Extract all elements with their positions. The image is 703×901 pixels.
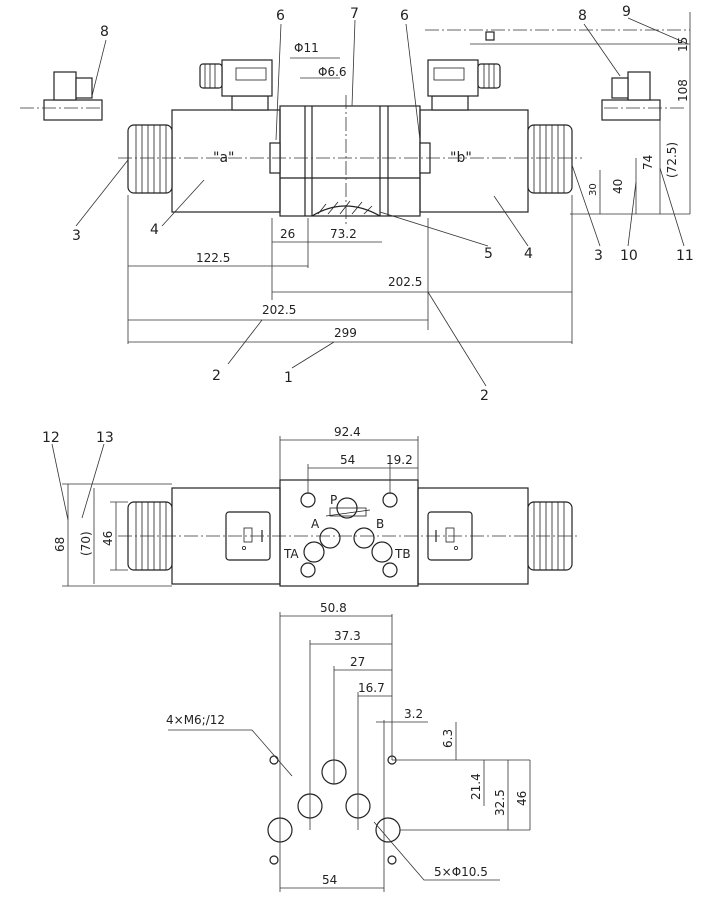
callout-12: 12 (42, 430, 60, 446)
dim-16-7: 16.7 (358, 681, 385, 695)
solenoid-b-label: "b" (450, 150, 472, 166)
port-ta (303, 541, 325, 563)
mount-hole-tr (382, 492, 398, 508)
dim-19-2: 19.2 (386, 453, 413, 467)
dim-299: 299 (334, 326, 357, 340)
dim-3-2: 3.2 (404, 707, 423, 721)
knurled-nut-a (127, 124, 173, 194)
solenoid-a-label: "a" (213, 150, 234, 166)
dim-26: 26 (280, 227, 295, 241)
thread-hole-1 (269, 755, 279, 765)
thread-hole-4 (387, 855, 397, 865)
dim-46-front: 46 (101, 531, 115, 546)
connector-b (427, 59, 501, 111)
dim-54-front: 54 (340, 453, 355, 467)
port-label-tb: TB (394, 547, 411, 561)
callout-4-right: 4 (524, 246, 533, 262)
dim-74: 74 (641, 155, 655, 170)
port-label-b: B (376, 517, 384, 531)
dim-32-5: 32.5 (493, 789, 507, 816)
dim-202-5-left: 202.5 (262, 303, 296, 317)
dim-37-3: 37.3 (334, 629, 361, 643)
connector-a (199, 59, 273, 111)
hole-note: 5×Φ10.5 (434, 865, 488, 879)
dim-73-2: 73.2 (330, 227, 357, 241)
port-label-ta: TA (283, 547, 299, 561)
port-a (319, 527, 341, 549)
callout-13: 13 (96, 430, 114, 446)
dim-30: 30 (588, 183, 599, 196)
callout-8-left: 8 (100, 24, 109, 40)
dim-108: 108 (676, 79, 690, 102)
callout-2-left: 2 (212, 368, 221, 384)
callout-5: 5 (484, 246, 493, 262)
callout-11: 11 (676, 248, 694, 264)
valve-body-front (279, 479, 419, 587)
callout-6-right: 6 (400, 8, 409, 24)
callout-3-left: 3 (72, 228, 81, 244)
callout-7: 7 (350, 6, 359, 22)
dim-122-5-label: 122.5 (196, 251, 230, 265)
callout-6-left: 6 (276, 8, 285, 24)
dim-46-mount: 46 (515, 791, 529, 806)
mount-hole-bl (300, 562, 316, 578)
callout-2-right: 2 (480, 388, 489, 404)
port-label-a: A (311, 517, 320, 531)
mount-hole-br (382, 562, 398, 578)
mounting-pattern: 50.8 37.3 27 16.7 3.2 54 6.3 21.4 32.5 4… (166, 601, 531, 892)
dim-50-8: 50.8 (320, 601, 347, 615)
dim-6-3: 6.3 (441, 729, 455, 748)
port-b (353, 527, 375, 549)
top-view: "a" "b" 15 108 74 (72.5) 30 40 (20, 4, 694, 404)
thread-hole-3 (269, 855, 279, 865)
dim-72-5: (72.5) (665, 142, 679, 178)
front-view: P A B TA TB 92.4 54 19.2 68 (70) 46 12 1… (42, 425, 580, 587)
callout-9: 9 (622, 4, 631, 20)
dim-21-4: 21.4 (469, 773, 483, 800)
dim-phi6-6: Φ6.6 (318, 65, 347, 79)
callout-10: 10 (620, 248, 638, 264)
dim-92-4: 92.4 (334, 425, 361, 439)
dim-54-mount: 54 (322, 873, 337, 887)
dim-68: 68 (53, 537, 67, 552)
dim-40: 40 (611, 179, 625, 194)
port-face-section (311, 205, 381, 217)
port-tb (371, 541, 393, 563)
thread-note: 4×M6;/12 (166, 713, 225, 727)
port-label-p: P (330, 493, 337, 507)
accessory-connector-right (601, 71, 684, 121)
dim-27: 27 (350, 655, 365, 669)
dim-70: (70) (79, 531, 93, 556)
dim-202-5-right: 202.5 (388, 275, 422, 289)
callout-4-left: 4 (150, 222, 159, 238)
dim-15: 15 (676, 37, 690, 52)
valve-body (279, 105, 421, 217)
dim-phi11: Φ11 (294, 41, 319, 55)
callout-8-right: 8 (578, 8, 587, 24)
callout-1: 1 (284, 370, 293, 386)
mount-hole-tl (300, 492, 316, 508)
callout-3-right: 3 (594, 248, 603, 264)
accessory-connector-left (20, 71, 103, 121)
coil-housing-b (419, 109, 529, 213)
knurled-nut-b (527, 124, 573, 194)
